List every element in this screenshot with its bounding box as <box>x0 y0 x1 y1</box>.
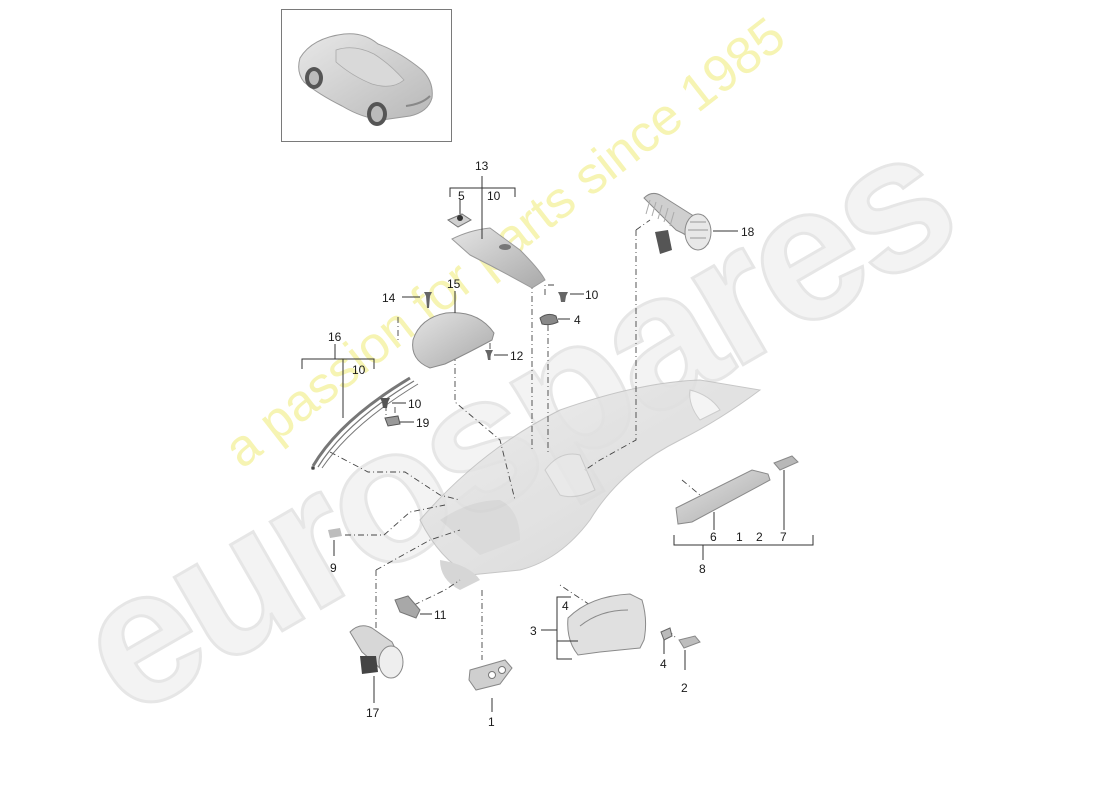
callout-8-sub-6: 6 <box>710 530 717 544</box>
part-1-bezel <box>468 659 513 691</box>
car-icon <box>298 33 433 126</box>
callout-8-sub-7: 7 <box>780 530 787 544</box>
part-9-side-cover <box>328 528 342 538</box>
part-6-side-trim <box>675 469 771 525</box>
callout-13-sub-5: 5 <box>458 189 465 203</box>
callout-11: 11 <box>434 608 447 622</box>
part-11-cover <box>394 595 421 619</box>
part-4-clip-b <box>660 627 673 641</box>
part-12-screw <box>485 350 493 360</box>
part-5-clip-nut <box>446 213 472 228</box>
dashboard-body <box>419 379 762 590</box>
callout-9: 9 <box>330 561 337 575</box>
callout-17: 17 <box>366 706 380 720</box>
callout-10-a: 10 <box>585 288 599 302</box>
part-17-left-vent <box>349 625 404 679</box>
callout-13: 13 <box>475 159 489 173</box>
car-thumbnail <box>281 9 452 142</box>
callout-4-a: 4 <box>574 313 581 327</box>
part-13-speaker-cover <box>451 227 546 289</box>
callout-2: 2 <box>681 681 688 695</box>
callout-8: 8 <box>699 562 706 576</box>
callout-1: 1 <box>488 715 495 729</box>
part-14-screw <box>424 292 432 308</box>
callout-8-sub-1: 1 <box>736 530 743 544</box>
callout-leaders <box>301 176 814 712</box>
part-7-end-cap <box>773 455 799 471</box>
callout-19: 19 <box>416 416 430 430</box>
part-10-fastener-b <box>380 398 390 408</box>
callout-16: 16 <box>328 330 342 344</box>
callout-16-sub-10: 10 <box>352 363 366 377</box>
part-2-cap <box>678 635 701 649</box>
callout-8-sub-2: 2 <box>756 530 763 544</box>
callout-10-b: 10 <box>408 397 422 411</box>
callout-12: 12 <box>510 349 524 363</box>
callout-3-sub-4: 4 <box>562 599 569 613</box>
part-3-cluster-housing <box>567 593 647 656</box>
callout-3: 3 <box>530 624 537 638</box>
callout-4-b: 4 <box>660 657 667 671</box>
part-15-hood-cover <box>412 312 495 369</box>
part-19-retainer <box>384 415 401 427</box>
part-10-fastener-a <box>558 292 568 302</box>
callout-13-sub-10: 10 <box>487 189 501 203</box>
callout-15: 15 <box>447 277 461 291</box>
part-18-right-vent <box>643 192 712 254</box>
callout-18: 18 <box>741 225 755 239</box>
part-4-clip-a <box>539 313 559 326</box>
callout-14: 14 <box>382 291 396 305</box>
part-16-defrost-trim <box>311 376 419 470</box>
